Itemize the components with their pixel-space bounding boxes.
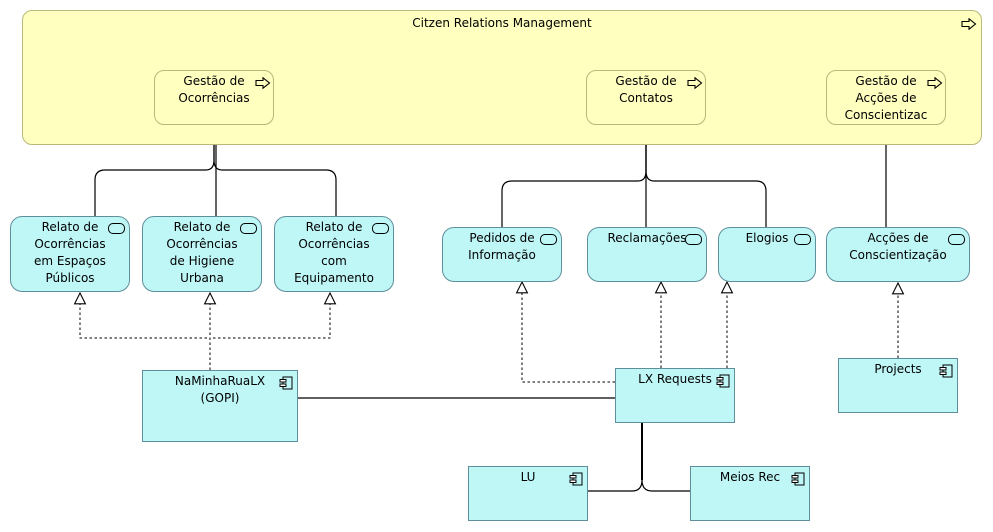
service-pill-icon — [372, 223, 389, 234]
service-label: Pedidos de Informação — [468, 231, 536, 262]
service-label: Elogios — [745, 231, 789, 245]
component-lx-requests[interactable]: LX Requests — [615, 368, 735, 423]
component-label: NaMinhaRuaLX (GOPI) — [174, 374, 266, 405]
component-label: Projects — [874, 362, 922, 376]
service-pill-icon — [240, 223, 257, 234]
arrow-function-icon — [961, 18, 977, 30]
service-elogios[interactable]: Elogios — [718, 227, 816, 282]
component-icon — [716, 374, 730, 388]
arrow-function-icon — [927, 77, 943, 89]
service-relato-higiene-urbana[interactable]: Relato de Ocorrências de Higiene Urbana — [142, 216, 262, 292]
function-gestao-accoes[interactable]: Gestão de Acções de Conscientizac — [826, 70, 946, 125]
service-label: Relato de Ocorrências em Espaços Público… — [34, 220, 106, 285]
arrow-function-icon — [255, 77, 271, 89]
realization-line-relato-equipamento — [209, 293, 330, 370]
serving-line-elogios — [642, 123, 767, 227]
component-icon — [791, 472, 805, 486]
group-label: Citzen Relations Management — [412, 16, 592, 30]
function-gestao-contatos[interactable]: Gestão de Contatos — [586, 70, 706, 125]
component-icon — [569, 472, 583, 486]
function-gestao-ocorrencias[interactable]: Gestão de Ocorrências — [154, 70, 274, 125]
service-label: Relato de Ocorrências de Higiene Urbana — [166, 220, 238, 285]
service-label: Relato de Ocorrências com Equipamento — [294, 220, 374, 285]
service-pill-icon — [794, 234, 811, 245]
service-reclamacoes[interactable]: Reclamações — [587, 227, 707, 282]
service-label: Reclamações — [607, 231, 687, 245]
service-relato-equipamento[interactable]: Relato de Ocorrências com Equipamento — [274, 216, 394, 292]
function-label: Gestão de Ocorrências — [178, 74, 250, 105]
service-pedidos-informacao[interactable]: Pedidos de Informação — [442, 227, 562, 282]
service-relato-espacos-publicos[interactable]: Relato de Ocorrências em Espaços Público… — [10, 216, 130, 292]
function-label: Gestão de Acções de Conscientizac — [844, 74, 928, 122]
arrow-function-icon — [687, 77, 703, 89]
component-label: LU — [520, 470, 536, 484]
serving-line-relato-espacos — [94, 123, 218, 216]
service-pill-icon — [540, 234, 557, 245]
component-meios-rec[interactable]: Meios Rec — [690, 466, 810, 521]
serving-line-relato-equipamento — [210, 123, 337, 216]
service-label: Acções de Conscientização — [849, 231, 947, 262]
component-lu[interactable]: LU — [468, 466, 588, 521]
component-icon — [279, 376, 293, 390]
realization-line-relato-espacos — [80, 293, 211, 370]
function-label: Gestão de Contatos — [615, 74, 677, 105]
component-label: LX Requests — [638, 372, 712, 386]
realization-line-pedidos — [522, 282, 615, 383]
association-line-lu — [588, 479, 643, 492]
service-pill-icon — [948, 234, 965, 245]
service-accoes-conscientizacao[interactable]: Acções de Conscientização — [826, 227, 970, 282]
component-naminharualx[interactable]: NaMinhaRuaLX (GOPI) — [142, 370, 298, 442]
component-icon — [939, 364, 953, 378]
service-pill-icon — [685, 234, 702, 245]
component-label: Meios Rec — [719, 470, 781, 484]
component-projects[interactable]: Projects — [838, 358, 958, 413]
association-line-meios-rec — [641, 479, 690, 492]
service-pill-icon — [108, 223, 125, 234]
